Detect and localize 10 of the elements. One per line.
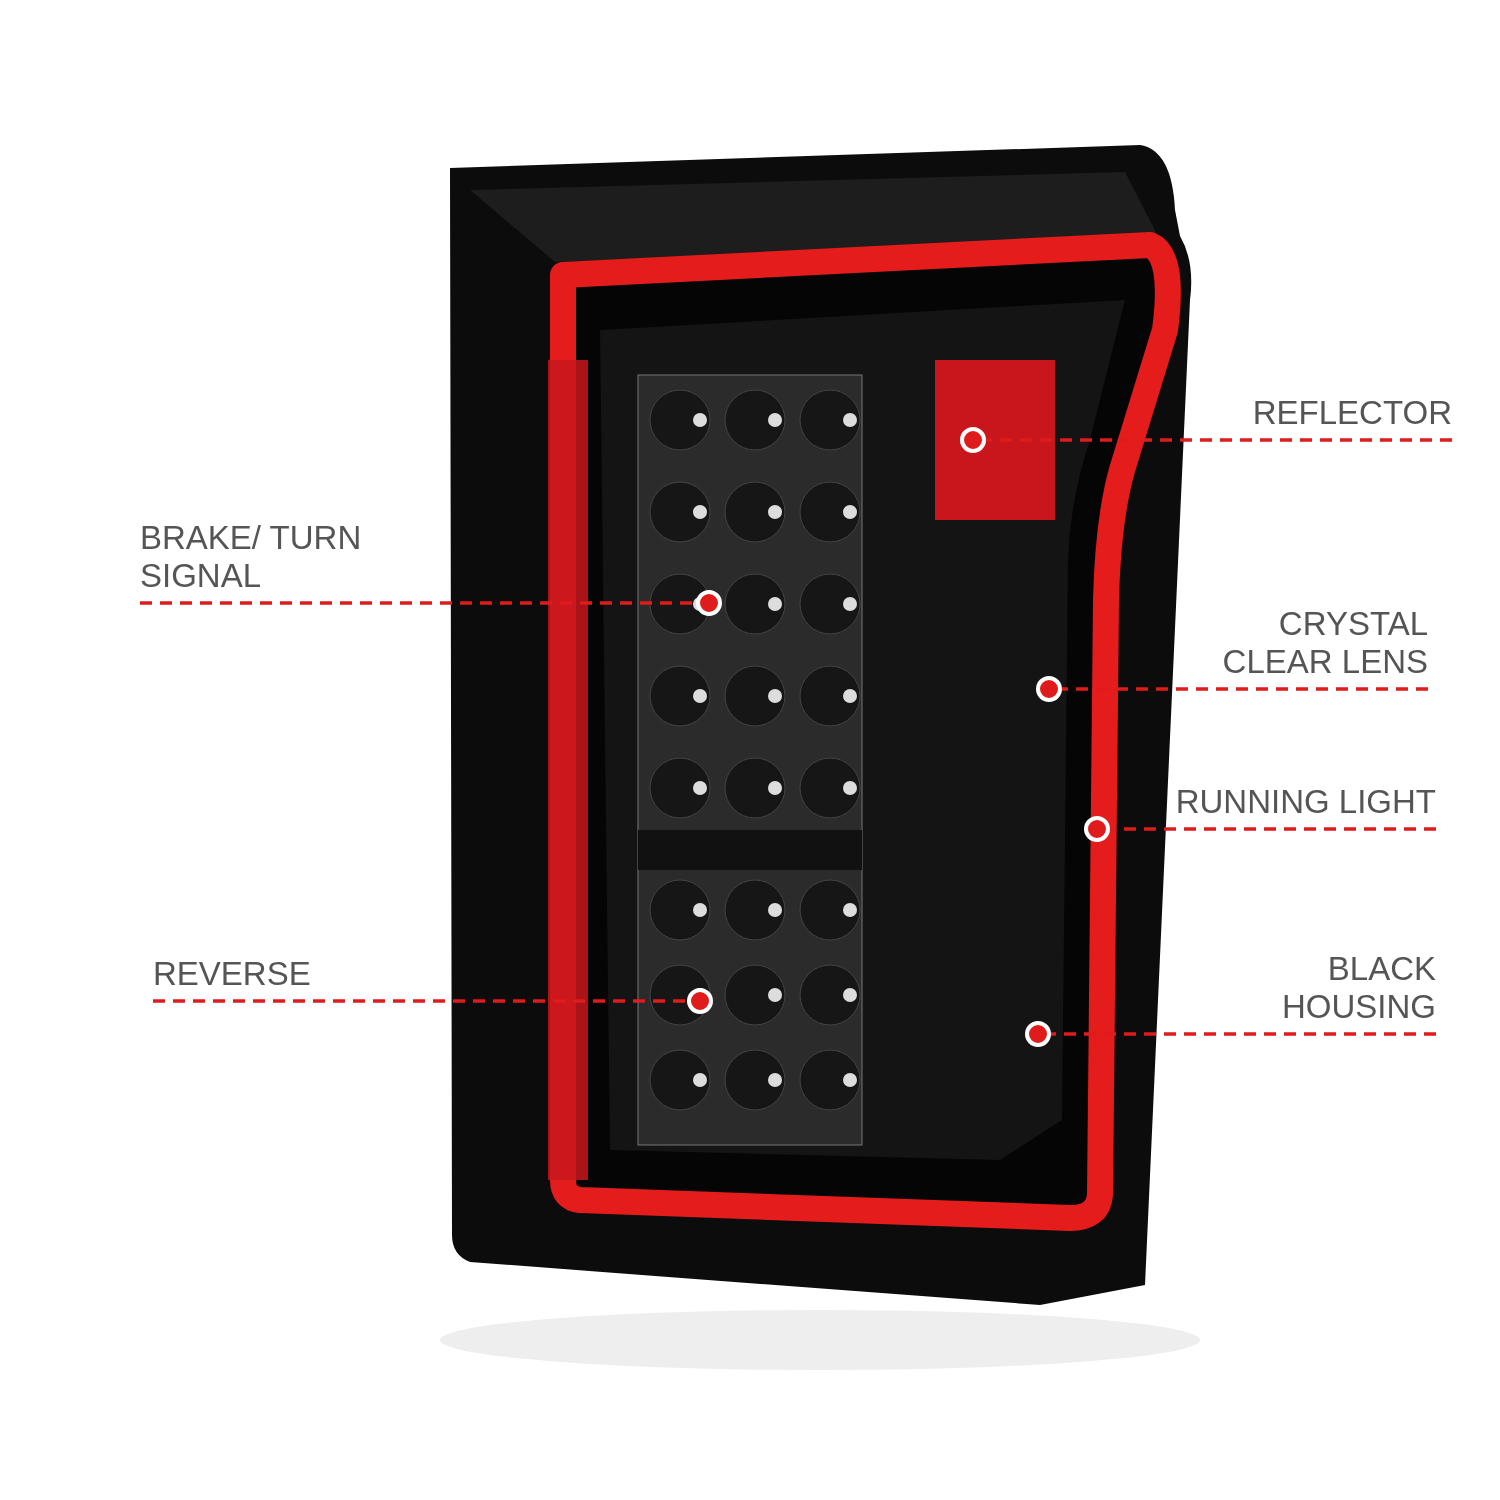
callout-label: RUNNING LIGHT [1174,783,1436,821]
callout-label: CRYSTAL CLEAR LENS [1221,605,1428,681]
callout-label: BRAKE/ TURN SIGNAL [140,519,363,595]
callout-label: BLACK HOUSING [1281,950,1436,1026]
leader-line [1062,687,1428,691]
leader-line [986,438,1452,442]
leader-line [1051,1032,1436,1036]
callout-label: REVERSE [153,955,312,993]
leader-line [153,999,687,1003]
callout-label: REFLECTOR [1251,394,1452,432]
